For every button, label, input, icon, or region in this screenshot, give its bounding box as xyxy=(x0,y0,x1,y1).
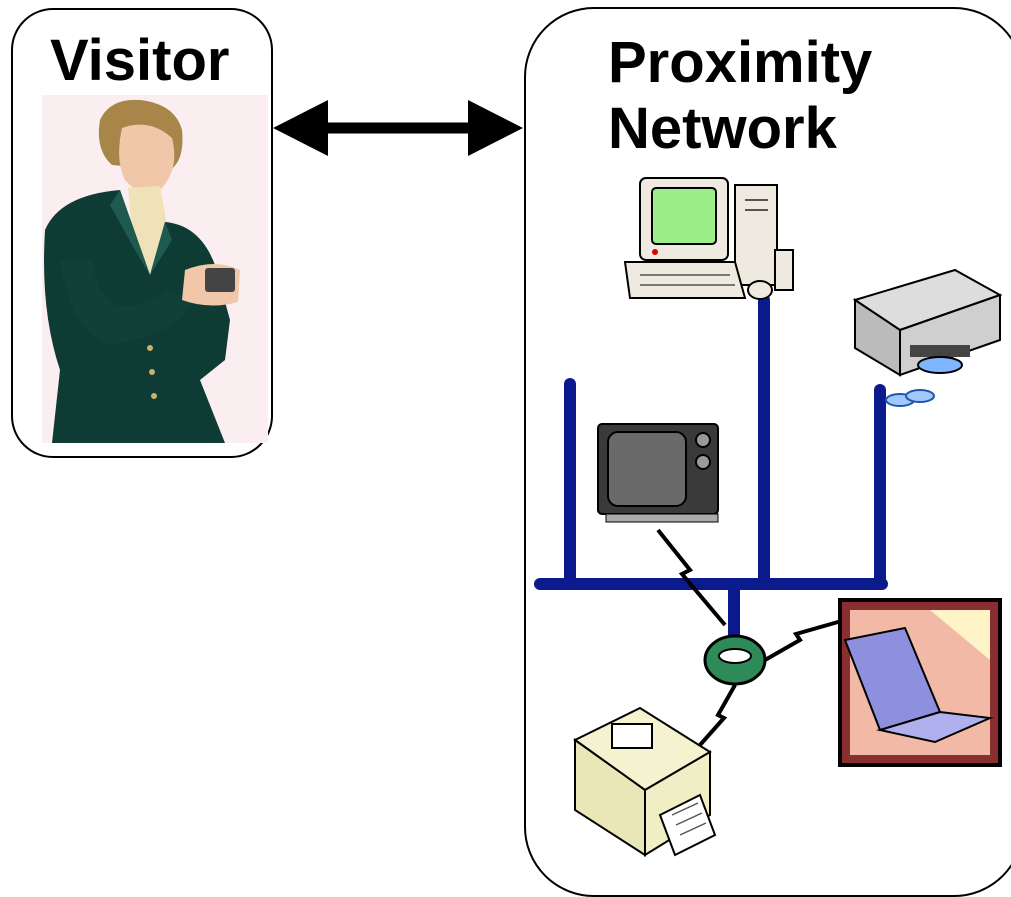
bidirectional-arrow-icon xyxy=(273,100,523,156)
proximity-network-title-line1: Proximity xyxy=(608,30,873,95)
proximity-network-title-line2: Network xyxy=(608,96,837,161)
proximity-network-title: Proximity Network xyxy=(608,30,872,162)
laptop-icon xyxy=(838,598,1002,767)
network-bus xyxy=(534,294,888,648)
television-icon xyxy=(597,423,719,523)
media-player-icon xyxy=(852,268,1003,407)
wireless-links xyxy=(656,528,846,747)
wireless-access-point-icon xyxy=(703,634,767,686)
visitor-title: Visitor xyxy=(50,28,230,93)
printer-icon xyxy=(573,706,717,857)
person-with-handheld-device-icon xyxy=(42,95,268,443)
desktop-computer-icon xyxy=(623,177,794,300)
